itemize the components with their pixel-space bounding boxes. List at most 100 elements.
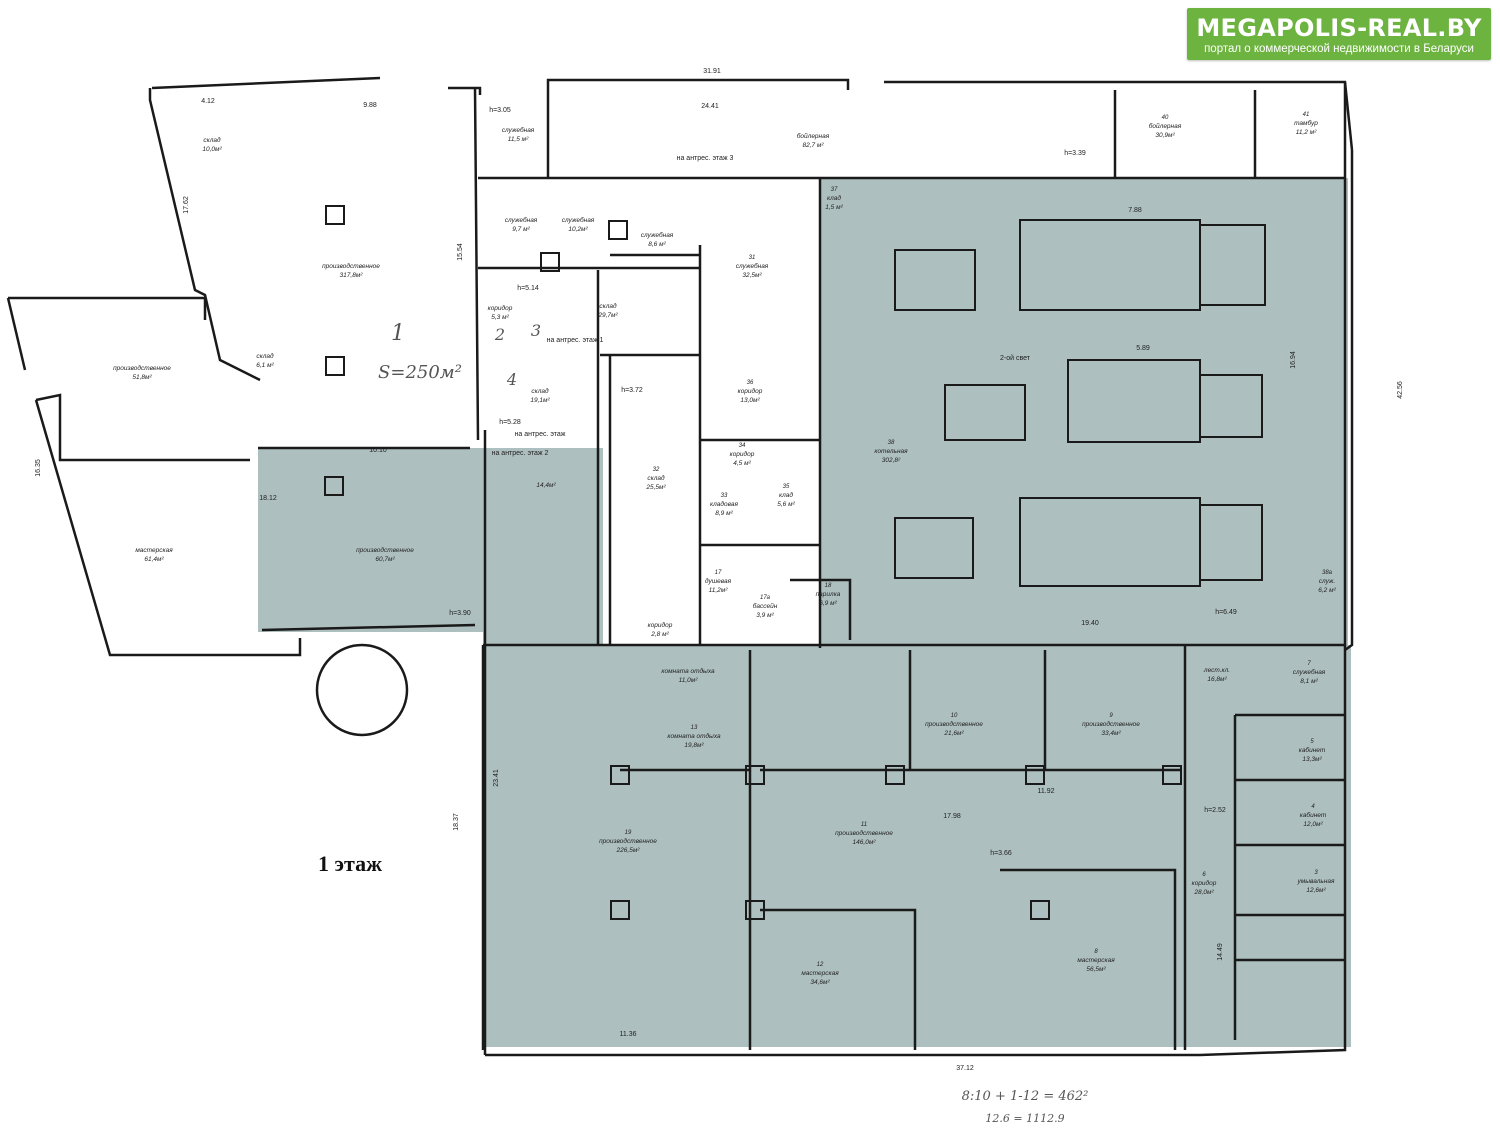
- dimension-label: 18.12: [259, 495, 277, 502]
- wall: [261, 623, 476, 632]
- svg-text:31: 31: [749, 255, 756, 261]
- svg-text:317,8м²: 317,8м²: [340, 272, 364, 279]
- dimension-label: 31.91: [703, 68, 721, 75]
- svg-text:8,1 м²: 8,1 м²: [1300, 678, 1318, 685]
- svg-text:производственное: производственное: [322, 262, 380, 270]
- handwritten-note: S=250м²: [378, 362, 462, 383]
- room-label-r-lest[interactable]: лест.кл.16,8м²: [1203, 667, 1230, 683]
- svg-text:33,4м²: 33,4м²: [1101, 730, 1121, 737]
- svg-text:душевая: душевая: [705, 577, 732, 585]
- svg-text:производственное: производственное: [113, 364, 171, 372]
- megapolis-logo[interactable]: MEGAPOLIS-REAL.BY портал о коммерческой …: [1187, 8, 1491, 60]
- svg-text:19,8м²: 19,8м²: [684, 742, 704, 749]
- wall: [148, 88, 261, 382]
- room-label-r-prod-317[interactable]: производственное 317,8м²: [322, 262, 380, 279]
- plan-note: h=2.52: [1204, 807, 1226, 814]
- dimension-label: 16.94: [1290, 351, 1297, 369]
- svg-text:кабинет: кабинет: [1299, 746, 1326, 754]
- svg-text:6,1 м²: 6,1 м²: [256, 362, 274, 369]
- wall: [34, 399, 302, 657]
- svg-text:производственное: производственное: [356, 546, 414, 554]
- svg-text:8,6 м²: 8,6 м²: [648, 241, 666, 248]
- svg-text:61,4м²: 61,4м²: [144, 556, 164, 563]
- svg-text:13,3м²: 13,3м²: [1302, 756, 1322, 763]
- svg-text:склад: склад: [531, 387, 549, 395]
- svg-text:3,9 м²: 3,9 м²: [756, 612, 774, 619]
- plan-note: h=6.49: [1215, 609, 1237, 616]
- room-label-r-144[interactable]: 14,4м²: [536, 482, 556, 489]
- svg-text:котельная: котельная: [874, 448, 908, 455]
- handwritten-note: 12.6 = 1112.9: [985, 1112, 1064, 1125]
- svg-text:служебная: служебная: [502, 126, 535, 134]
- dimension-label: 5.89: [1136, 345, 1150, 352]
- svg-text:9: 9: [1109, 713, 1113, 719]
- svg-text:34: 34: [739, 443, 746, 449]
- wall: [35, 393, 250, 462]
- round-structure: [315, 643, 409, 737]
- dimension-label: 42.56: [1397, 381, 1404, 399]
- svg-text:5: 5: [1310, 739, 1314, 745]
- wall: [8, 296, 207, 320]
- highlighted-areas: [258, 178, 1351, 1047]
- svg-text:8,9 м²: 8,9 м²: [715, 510, 733, 517]
- svg-text:33: 33: [721, 493, 728, 499]
- dimension-label: 24.41: [701, 103, 719, 110]
- column: [610, 765, 630, 785]
- dimension-label: 23.41: [493, 769, 500, 787]
- svg-text:146,0м²: 146,0м²: [853, 839, 877, 846]
- svg-text:13,0м²: 13,0м²: [740, 397, 760, 404]
- plan-note: h=3.05: [489, 107, 511, 114]
- svg-text:13: 13: [691, 725, 698, 731]
- dimension-label: 19.40: [1081, 620, 1099, 627]
- svg-text:производственное: производственное: [925, 720, 983, 728]
- svg-text:17: 17: [715, 570, 722, 576]
- wall: [473, 87, 480, 441]
- svg-text:10,0м²: 10,0м²: [202, 146, 222, 153]
- svg-text:30,9м²: 30,9м²: [1155, 132, 1175, 139]
- svg-text:комната отдыха: комната отдыха: [661, 667, 715, 675]
- svg-text:40: 40: [1162, 115, 1169, 121]
